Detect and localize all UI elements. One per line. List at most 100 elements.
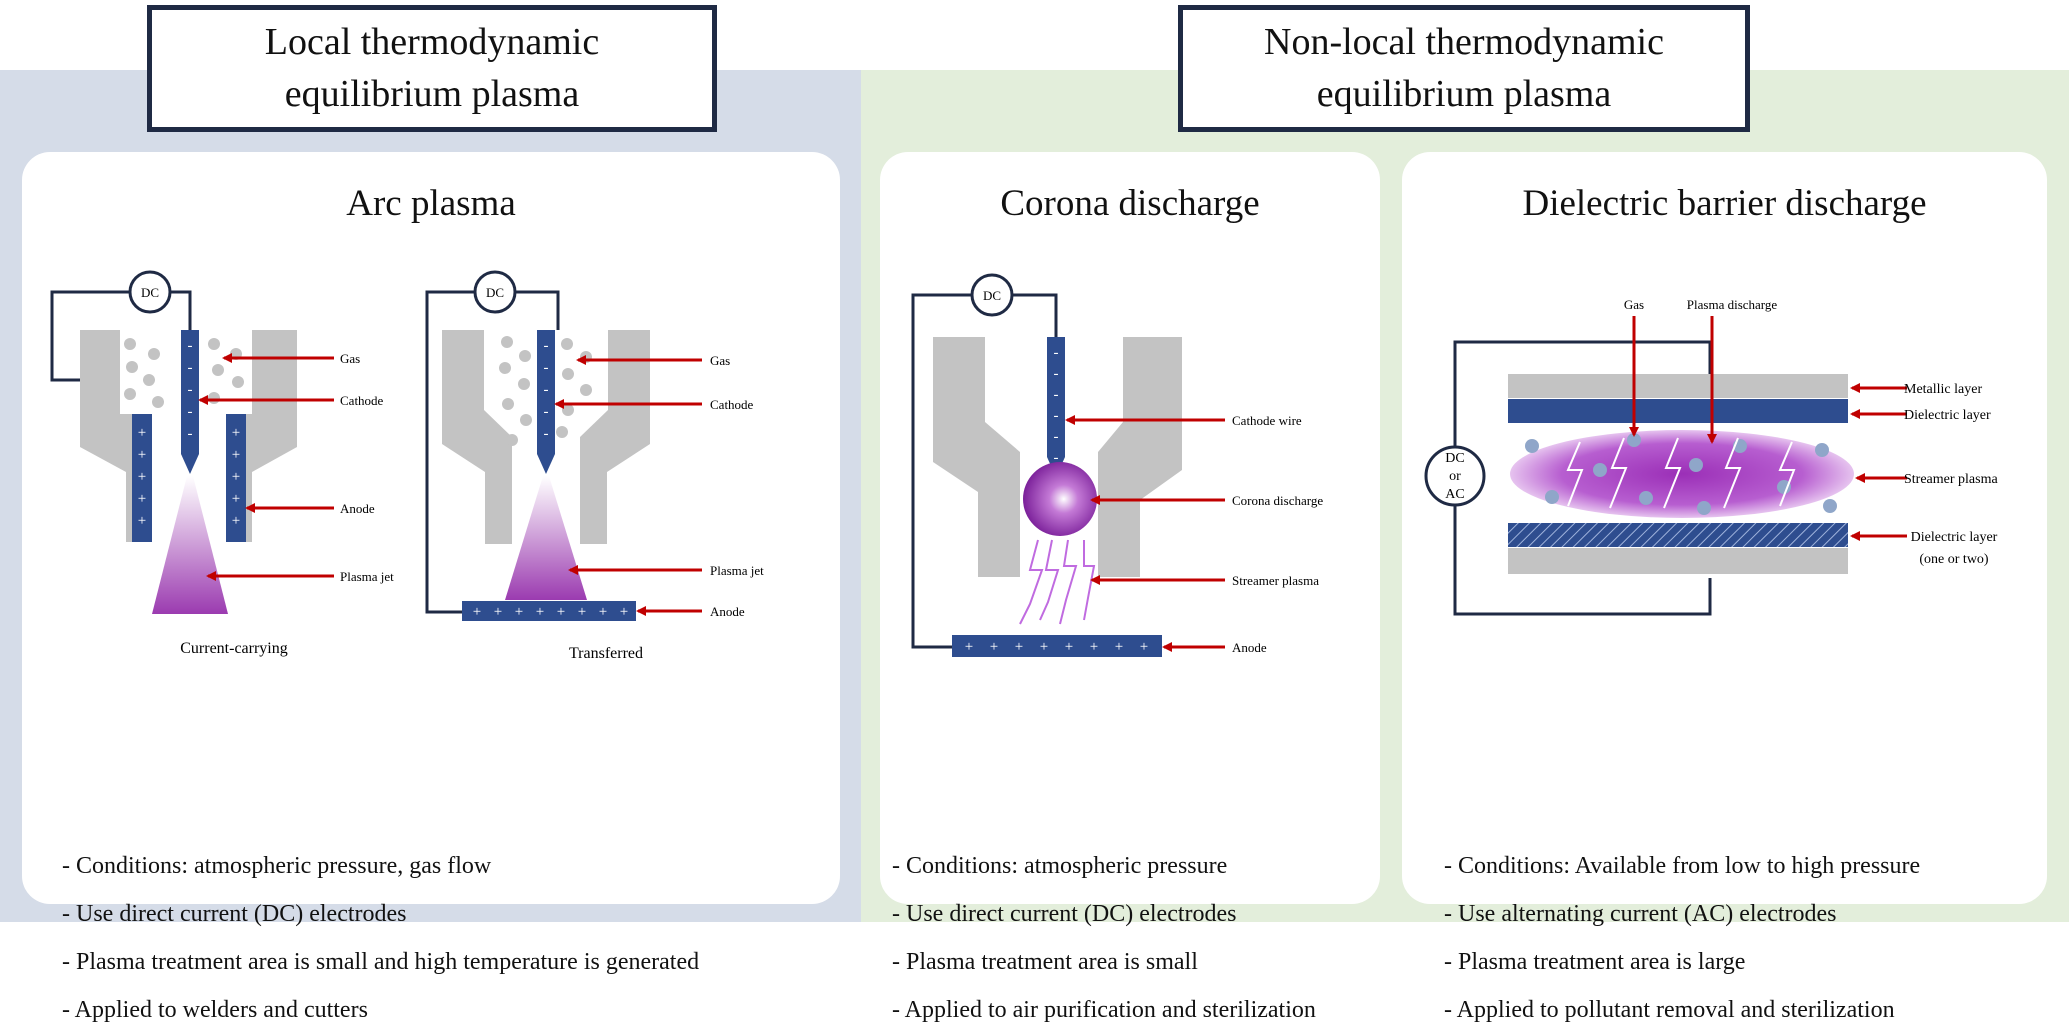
corona-discharge-diagram: DC ------ ++++++++ Cathode wire Corona d… bbox=[911, 273, 1323, 657]
svg-text:-: - bbox=[544, 360, 549, 376]
svg-text:+: + bbox=[965, 639, 973, 655]
cathode-wire-label: Cathode wire bbox=[1232, 413, 1302, 428]
bullet-item: - Use direct current (DC) electrodes bbox=[892, 901, 1237, 927]
cathode-electrode bbox=[537, 330, 555, 474]
cathode-minus-signs: ----- bbox=[188, 338, 193, 442]
svg-text:+: + bbox=[557, 604, 565, 620]
bullet-item: - Conditions: Available from low to high… bbox=[1444, 853, 1921, 879]
circuit-wire bbox=[513, 290, 560, 330]
dielectric-layer-top bbox=[1508, 399, 1848, 423]
corona-discharge-title: Corona discharge bbox=[1000, 183, 1260, 224]
svg-text:-: - bbox=[1054, 345, 1059, 361]
discharge-bolts bbox=[1566, 437, 1796, 509]
dielectric-layer-bottom bbox=[1508, 523, 1848, 547]
svg-text:+: + bbox=[138, 447, 146, 463]
dc-source-icon bbox=[128, 270, 172, 314]
circuit-wire bbox=[425, 290, 477, 614]
svg-text:+: + bbox=[494, 604, 502, 620]
svg-text:+: + bbox=[232, 469, 240, 485]
metallic-layer bbox=[1508, 374, 1848, 398]
gas-particles bbox=[499, 336, 592, 446]
dbd-panel: Dielectric barrier discharge DC or AC bbox=[1402, 152, 2047, 1023]
dc-source-icon bbox=[473, 270, 517, 314]
anode-label: Anode bbox=[1232, 640, 1267, 655]
svg-text:-: - bbox=[188, 338, 193, 354]
bullet-item: - Applied to welders and cutters bbox=[62, 997, 368, 1023]
nozzle-left bbox=[442, 330, 512, 544]
dc-source-label: DC bbox=[486, 285, 504, 300]
plasma-jet-label: Plasma jet bbox=[340, 569, 394, 584]
svg-text:-: - bbox=[1054, 408, 1059, 424]
bullet-item: - Applied to air purification and steril… bbox=[892, 997, 1316, 1023]
svg-text:-: - bbox=[1054, 366, 1059, 382]
gas-particles bbox=[124, 338, 244, 408]
bullet-item: - Plasma treatment area is small and hig… bbox=[62, 949, 700, 975]
circuit-wire bbox=[1009, 293, 1058, 337]
svg-text:+: + bbox=[232, 513, 240, 529]
svg-text:-: - bbox=[188, 426, 193, 442]
plasma-jet bbox=[152, 476, 228, 614]
arc-plasma-title: Arc plasma bbox=[346, 183, 516, 224]
svg-text:-: - bbox=[1054, 450, 1059, 466]
dbd-bullets: - Conditions: Available from low to high… bbox=[1444, 842, 1920, 1034]
svg-text:+: + bbox=[232, 491, 240, 507]
svg-text:-: - bbox=[544, 382, 549, 398]
anode-electrode-left bbox=[132, 414, 152, 542]
anode-plate bbox=[952, 635, 1162, 657]
cathode-label: Cathode bbox=[710, 397, 754, 412]
nozzle-right bbox=[1098, 337, 1182, 577]
svg-text:+: + bbox=[599, 604, 607, 620]
section-title-ltep: Local thermodynamic equilibrium plasma bbox=[147, 5, 717, 132]
circuit-wire bbox=[168, 290, 192, 330]
svg-text:-: - bbox=[544, 338, 549, 354]
svg-text:-: - bbox=[544, 404, 549, 420]
circuit-wire bbox=[1453, 340, 1712, 448]
arc-plasma-panel: Arc plasma DC + + + + + + + + + + bbox=[22, 152, 840, 1023]
cathode-minus-signs: ----- bbox=[544, 338, 549, 442]
svg-text:-: - bbox=[1054, 387, 1059, 403]
transferred-caption: Transferred bbox=[569, 645, 643, 662]
cathode-label: Cathode bbox=[340, 393, 384, 408]
svg-text:+: + bbox=[620, 604, 628, 620]
metallic-layer-label: Metallic layer bbox=[1904, 382, 1982, 397]
svg-text:-: - bbox=[188, 360, 193, 376]
current-carrying-caption: Current-carrying bbox=[180, 640, 288, 657]
corona-discharge-label: Corona discharge bbox=[1232, 493, 1323, 508]
dc-source-icon bbox=[970, 273, 1014, 317]
dc-source-label: DC bbox=[141, 285, 159, 300]
plasma-jet bbox=[505, 476, 587, 600]
svg-text:+: + bbox=[473, 604, 481, 620]
anode-plus-signs: ++++++++ bbox=[473, 604, 628, 620]
section-title-non-ltep: Non-local thermodynamic equilibrium plas… bbox=[1178, 5, 1750, 132]
dc-ac-source-icon bbox=[1424, 445, 1486, 507]
anode-electrode-right bbox=[226, 414, 246, 542]
svg-text:-: - bbox=[1054, 429, 1059, 445]
arc-plasma-diagram: DC +++++ +++++ ----- Gas Ca bbox=[50, 270, 764, 662]
dbd-diagram: DC or AC Gas Plasma discharge Metallic l… bbox=[1424, 297, 1998, 616]
svg-text:+: + bbox=[536, 604, 544, 620]
svg-text:+: + bbox=[138, 469, 146, 485]
svg-text:+: + bbox=[1015, 639, 1023, 655]
streamer-plasma-label: Streamer plasma bbox=[1232, 573, 1319, 588]
cathode-electrode bbox=[181, 330, 199, 474]
svg-text:-: - bbox=[188, 404, 193, 420]
bullet-item: - Applied to pollutant removal and steri… bbox=[1444, 997, 1895, 1023]
svg-text:+: + bbox=[138, 491, 146, 507]
svg-text:+: + bbox=[138, 425, 146, 441]
bullet-item: - Use alternating current (AC) electrode… bbox=[1444, 901, 1837, 927]
dc-ac-source-line: AC bbox=[1445, 487, 1464, 502]
svg-text:+: + bbox=[1140, 639, 1148, 655]
gas-label: Gas bbox=[710, 353, 730, 368]
dielectric-layer-note: (one or two) bbox=[1919, 552, 1989, 567]
cathode-wire bbox=[1047, 337, 1065, 477]
bullet-item: - Use direct current (DC) electrodes bbox=[62, 901, 407, 927]
svg-text:+: + bbox=[138, 513, 146, 529]
anode-label: Anode bbox=[710, 604, 745, 619]
transferred-torch: DC ----- ++++++++ Gas Cathode Plasma bbox=[425, 270, 764, 662]
bullet-item: - Plasma treatment area is large bbox=[1444, 949, 1746, 975]
circuit-wire bbox=[911, 293, 975, 649]
metallic-layer-bottom bbox=[1508, 548, 1848, 574]
corona-discharge-bullets: - Conditions: atmospheric pressure - Use… bbox=[892, 842, 1316, 1034]
svg-text:+: + bbox=[515, 604, 523, 620]
corona-discharge-glow bbox=[1023, 462, 1097, 536]
